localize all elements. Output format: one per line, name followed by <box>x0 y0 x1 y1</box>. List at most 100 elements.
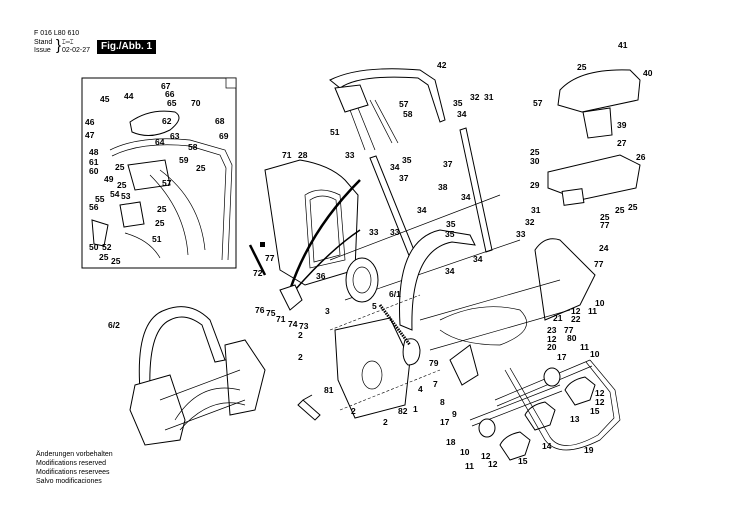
switch-box-part <box>127 159 171 191</box>
part-number-57: 57 <box>533 98 543 108</box>
part-number-18: 18 <box>446 437 456 447</box>
part-number-33: 33 <box>369 227 379 237</box>
part-number-41: 41 <box>618 40 628 50</box>
issue-date: 02-02-27 <box>62 47 91 54</box>
part-number-32: 32 <box>525 217 535 227</box>
cover-part <box>91 219 109 247</box>
modification-notes: Änderungen vorbehalten Modifications res… <box>36 450 113 486</box>
part-number-28: 28 <box>298 150 308 160</box>
part-number-1: 1 <box>413 404 418 414</box>
part-number-11: 11 <box>465 461 474 471</box>
part-number-34: 34 <box>473 254 483 264</box>
part-number-61: 61 <box>89 157 99 167</box>
part-number-50: 50 <box>89 242 99 252</box>
handle-housing-part <box>129 110 180 136</box>
part-number-35: 35 <box>402 155 412 165</box>
part-number-66: 66 <box>165 89 175 99</box>
part-number-69: 69 <box>219 131 229 141</box>
main-frame <box>399 229 596 351</box>
part-number-11: 11 <box>588 306 597 316</box>
side-plate <box>329 294 441 419</box>
part-number-11: 11 <box>580 342 589 352</box>
part-number-22: 22 <box>571 314 581 324</box>
part-number-38: 38 <box>438 182 448 192</box>
part-number-37: 37 <box>399 173 409 183</box>
part-number-25: 25 <box>196 163 206 173</box>
part-number-75: 75 <box>266 308 276 318</box>
part-number-59: 59 <box>179 155 189 165</box>
part-number-53: 53 <box>121 191 131 201</box>
part-number-24: 24 <box>599 243 609 253</box>
part-number-73: 73 <box>299 321 309 331</box>
part-number-34: 34 <box>417 205 427 215</box>
figure-badge: Fig./Abb. 1 <box>97 40 157 54</box>
part-number-12: 12 <box>595 388 605 398</box>
part-number-76: 76 <box>255 305 265 315</box>
front-roller <box>329 194 521 303</box>
part-number-58: 58 <box>403 109 413 119</box>
rod-part <box>248 244 267 276</box>
allen-key-part <box>297 394 321 421</box>
part-number-35: 35 <box>446 219 456 229</box>
part-number-35: 35 <box>453 98 463 108</box>
part-number-25: 25 <box>155 218 165 228</box>
part-number-2: 2 <box>351 406 356 416</box>
part-number-35: 35 <box>445 229 455 239</box>
part-number-77: 77 <box>594 259 604 269</box>
part-number-63: 63 <box>170 131 180 141</box>
part-number-10: 10 <box>595 298 605 308</box>
grass-box <box>264 159 361 291</box>
part-number-5: 5 <box>372 301 377 311</box>
part-number-52: 52 <box>102 242 112 252</box>
part-number-2: 2 <box>298 330 303 340</box>
part-number-25: 25 <box>600 212 610 222</box>
part-number-80: 80 <box>567 333 577 343</box>
part-number-58: 58 <box>188 142 198 152</box>
part-number-8: 8 <box>440 397 445 407</box>
part-number-20: 20 <box>547 342 557 352</box>
part-number-19: 19 <box>584 445 594 455</box>
part-number-34: 34 <box>445 266 455 276</box>
part-number-77: 77 <box>564 325 574 335</box>
part-number-33: 33 <box>390 227 400 237</box>
part-number-34: 34 <box>457 109 467 119</box>
part-number-25: 25 <box>99 252 109 262</box>
part-number-51: 51 <box>330 127 340 137</box>
part-number-47: 47 <box>85 130 95 140</box>
part-number-65: 65 <box>167 98 177 108</box>
clip-part <box>260 242 265 247</box>
part-number-25: 25 <box>577 62 587 72</box>
part-number-77: 77 <box>600 220 610 230</box>
part-number-49: 49 <box>104 174 114 184</box>
issue-label: Issue <box>34 47 51 54</box>
part-number-71: 71 <box>276 314 286 324</box>
part-number-44: 44 <box>124 91 134 101</box>
part-number-10: 10 <box>460 447 470 457</box>
part-number-17: 17 <box>557 352 567 362</box>
spare-frame <box>129 306 266 446</box>
part-number-81: 81 <box>324 385 334 395</box>
part-number-9: 9 <box>452 409 457 419</box>
part-number-42: 42 <box>437 60 447 70</box>
part-number-3: 3 <box>325 306 330 316</box>
part-number-79: 79 <box>429 358 439 368</box>
part-number-71: 71 <box>282 150 292 160</box>
part-number-2: 2 <box>383 417 388 427</box>
part-number-25: 25 <box>111 256 121 266</box>
part-number-25: 25 <box>628 202 638 212</box>
part-number-23: 23 <box>547 325 557 335</box>
part-number-30: 30 <box>530 156 540 166</box>
part-number-55: 55 <box>95 194 105 204</box>
part-number-25: 25 <box>615 205 625 215</box>
spring-part <box>378 304 412 346</box>
part-number-45: 45 <box>100 94 110 104</box>
part-number-46: 46 <box>85 117 95 127</box>
part-number-2: 2 <box>298 352 303 362</box>
part-code: F 016 L80 610 <box>34 30 80 37</box>
brace-symbol: } <box>56 37 62 54</box>
part-number-57: 57 <box>162 178 172 188</box>
part-number-72: 72 <box>253 268 263 278</box>
part-number-29: 29 <box>530 180 540 190</box>
part-number-4: 4 <box>418 384 423 394</box>
part-number-39: 39 <box>617 120 627 130</box>
